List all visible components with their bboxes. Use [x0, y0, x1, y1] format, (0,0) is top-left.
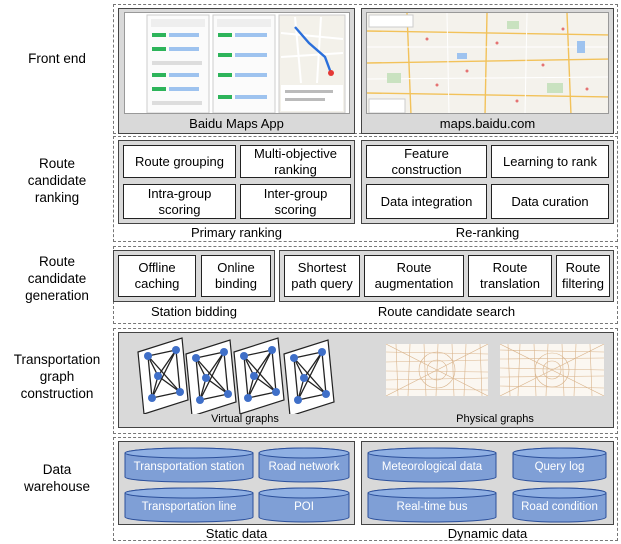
road-network-cylinder: Road network [258, 447, 350, 483]
dynamic-data-caption: Dynamic data [447, 526, 528, 541]
route-augmentation-box: Route augmentation [364, 255, 464, 297]
query-log-label: Query log [534, 461, 585, 473]
learning-to-rank-box: Learning to rank [491, 145, 609, 178]
offline-caching-box: Offline caching [118, 255, 196, 297]
primary-ranking-caption: Primary ranking [190, 225, 283, 240]
multi-objective-ranking-box: Multi-objective ranking [240, 145, 351, 178]
virtual-graph-4 [283, 339, 335, 414]
physical-graph-2-roads [500, 344, 604, 396]
real-time-bus-cylinder: Real-time bus [367, 487, 497, 523]
data-integration-box: Data integration [366, 184, 487, 219]
route-filtering-box: Route filtering [556, 255, 610, 297]
web-map-graphic [367, 13, 608, 113]
intra-group-scoring-box: Intra-group scoring [123, 184, 236, 219]
layer-label-ranking: Route candidate ranking [27, 155, 87, 205]
data-curation-box: Data curation [491, 184, 609, 219]
virtual-graph-3 [233, 337, 285, 414]
route-grouping-box: Route grouping [123, 145, 236, 178]
feature-construction-box: Feature construction [366, 145, 487, 178]
layer-label-front-end: Front end [28, 50, 86, 66]
route-search-caption: Route candidate search [377, 304, 516, 319]
physical-graph-2 [500, 344, 604, 396]
transportation-station-label: Transportation station [133, 461, 245, 473]
inter-group-scoring-box: Inter-group scoring [240, 184, 351, 219]
web-caption: maps.baidu.com [439, 116, 536, 131]
virtual-graphs [137, 337, 335, 414]
meteorological-data-cylinder: Meteorological data [367, 447, 497, 483]
road-network-label: Road network [268, 461, 340, 473]
app-screenshot [124, 12, 350, 114]
app-screens-graphic [146, 14, 346, 113]
transportation-station-cylinder: Transportation station [124, 447, 254, 483]
route-translation-box: Route translation [468, 255, 552, 297]
real-time-bus-label: Real-time bus [396, 501, 468, 513]
poi-label: POI [294, 501, 314, 513]
app-caption: Baidu Maps App [189, 116, 284, 131]
transportation-line-label: Transportation line [141, 501, 237, 513]
graph-layer [113, 328, 618, 434]
web-screenshot [366, 12, 609, 114]
physical-graph-1 [386, 344, 488, 396]
static-data-caption: Static data [205, 526, 268, 541]
query-log-cylinder: Query log [512, 447, 607, 483]
online-binding-box: Online binding [201, 255, 271, 297]
transportation-line-cylinder: Transportation line [124, 487, 254, 523]
road-condition-label: Road condition [521, 501, 598, 513]
virtual-graph-1 [137, 337, 189, 414]
shortest-path-query-box: Shortest path query [284, 255, 360, 297]
ranking-layer [113, 136, 618, 242]
layer-label-generation: Route candidate generation [25, 253, 89, 303]
layer-label-warehouse: Data warehouse [23, 462, 91, 494]
station-bidding-caption: Station bidding [150, 304, 237, 319]
road-condition-cylinder: Road condition [512, 487, 607, 523]
warehouse-layer [113, 437, 618, 541]
physical-graph-1-roads [386, 344, 488, 396]
physical-graphs-caption: Physical graphs [456, 413, 534, 425]
virtual-graph-2 [185, 339, 237, 414]
poi-cylinder: POI [258, 487, 350, 523]
meteorological-data-label: Meteorological data [381, 461, 483, 473]
virtual-graphs-caption: Virtual graphs [211, 413, 279, 425]
rerank-caption: Re-ranking [455, 225, 520, 240]
layer-label-graph: Transportation graph construction [13, 351, 101, 401]
